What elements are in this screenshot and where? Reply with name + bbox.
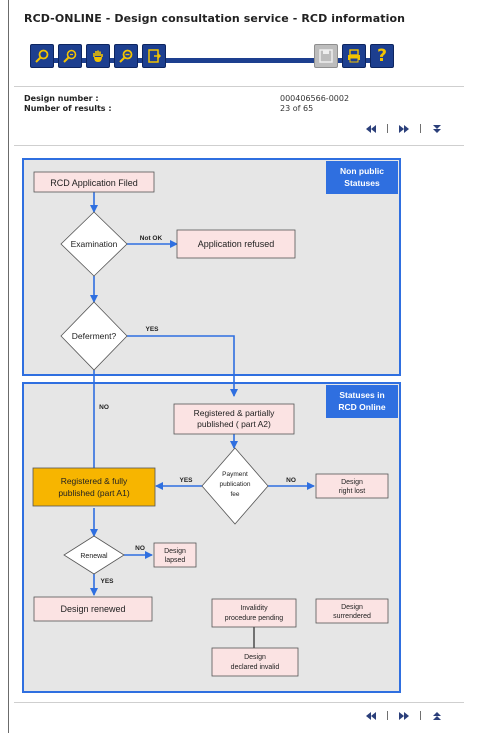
non-public-header (326, 161, 398, 194)
label-payment-line2: publication (219, 481, 250, 488)
scroll-down-icon[interactable] (431, 124, 443, 134)
label-examination: Examination (71, 239, 118, 249)
results-value: 23 of 65 (280, 104, 314, 113)
pager-separator: | (419, 711, 423, 721)
help-icon[interactable]: ? (370, 44, 394, 68)
next-icon[interactable] (398, 124, 410, 134)
label-yes-deferment: YES (145, 326, 159, 333)
label-yes-payment: YES (179, 477, 193, 484)
pager-separator: | (386, 711, 390, 721)
label-surrendered-line2: surrendered (333, 613, 371, 620)
label-renewal: Renewal (80, 553, 108, 560)
results-label: Number of results : (24, 104, 112, 113)
label-partial-line2: published ( part A2) (197, 419, 271, 429)
non-public-header-line1: Non public (340, 166, 384, 176)
help-glyph: ? (377, 46, 387, 66)
label-full-line1: Registered & fully (61, 476, 128, 486)
info-values: 000406566-0002 23 of 65 (280, 94, 349, 114)
save-icon[interactable] (314, 44, 338, 68)
decision-renewal (63, 535, 125, 575)
flow-connectors (90, 192, 315, 648)
previous-icon[interactable] (365, 124, 377, 134)
divider-bottom (14, 702, 464, 703)
box-design-surrendered (315, 598, 389, 624)
toolbar: ? (22, 44, 402, 74)
label-right-lost-line2: right lost (339, 488, 366, 495)
arrow-deferment-to-partial (127, 335, 238, 397)
hand-icon[interactable] (86, 44, 110, 68)
label-payment-line3: fee (230, 491, 239, 498)
label-declared-line1: Design (244, 654, 266, 661)
label-payment-line1: Payment (222, 471, 248, 478)
label-deferment: Deferment? (72, 331, 117, 341)
label-invalidity-line2: procedure pending (225, 615, 283, 622)
pager-separator: | (386, 124, 390, 134)
box-application-refused (176, 229, 296, 259)
print-icon[interactable] (342, 44, 366, 68)
pager-top: | | (365, 124, 443, 134)
label-right-lost-line1: Design (341, 479, 363, 486)
label-no-renewal: NO (135, 545, 145, 552)
toolbar-bar (30, 58, 390, 63)
previous-icon[interactable] (365, 711, 377, 721)
box-partially-published (173, 403, 295, 435)
pager-bottom: | | (365, 711, 443, 721)
box-fully-published (32, 467, 156, 507)
rcd-online-header-line2: RCD Online (338, 402, 385, 412)
box-design-right-lost (315, 473, 389, 499)
box-design-lapsed (153, 542, 197, 568)
decision-examination (60, 211, 128, 277)
label-application-refused: Application refused (198, 239, 275, 249)
search-icon[interactable] (30, 44, 54, 68)
advanced-search-icon[interactable] (58, 44, 82, 68)
label-design-renewed: Design renewed (60, 604, 125, 614)
label-lapsed-line2: lapsed (165, 557, 186, 564)
content-frame (8, 0, 471, 733)
label-declared-line2: declared invalid (231, 664, 280, 671)
label-surrendered-line1: Design (341, 604, 363, 611)
label-invalidity-line1: Invalidity (240, 605, 268, 612)
label-not-ok: Not OK (140, 235, 163, 242)
design-number-value: 000406566-0002 (280, 94, 350, 103)
pager-separator: | (419, 124, 423, 134)
export-icon[interactable] (142, 44, 166, 68)
divider-mid (14, 145, 464, 146)
non-public-header-line2: Statuses (344, 178, 380, 188)
label-application-filed: RCD Application Filed (50, 178, 138, 188)
page-title: RCD-ONLINE - Design consultation service… (24, 12, 406, 25)
label-yes-renewal: YES (100, 578, 114, 585)
divider-top (14, 86, 464, 87)
rcd-online-header (326, 385, 398, 418)
label-no-deferment: NO (99, 404, 109, 411)
box-design-renewed (33, 596, 153, 622)
box-invalidity-pending (211, 598, 297, 628)
scroll-up-icon[interactable] (431, 711, 443, 721)
next-icon[interactable] (398, 711, 410, 721)
label-full-line2: published (part A1) (58, 488, 130, 498)
info-labels: Design number : Number of results : (24, 94, 112, 114)
label-partial-line1: Registered & partially (194, 408, 276, 418)
decision-payment (201, 447, 269, 525)
design-number-label: Design number : (24, 94, 99, 103)
status-flowchart: Non public Statuses Statuses in RCD Onli… (22, 158, 401, 693)
label-no-payment: NO (286, 477, 296, 484)
decision-deferment (60, 301, 128, 371)
zoom-out-icon[interactable] (114, 44, 138, 68)
rcd-online-panel (22, 382, 401, 693)
box-declared-invalid (211, 647, 299, 677)
label-lapsed-line1: Design (164, 548, 186, 555)
rcd-online-header-line1: Statuses in (339, 390, 384, 400)
box-application-filed (33, 171, 155, 193)
